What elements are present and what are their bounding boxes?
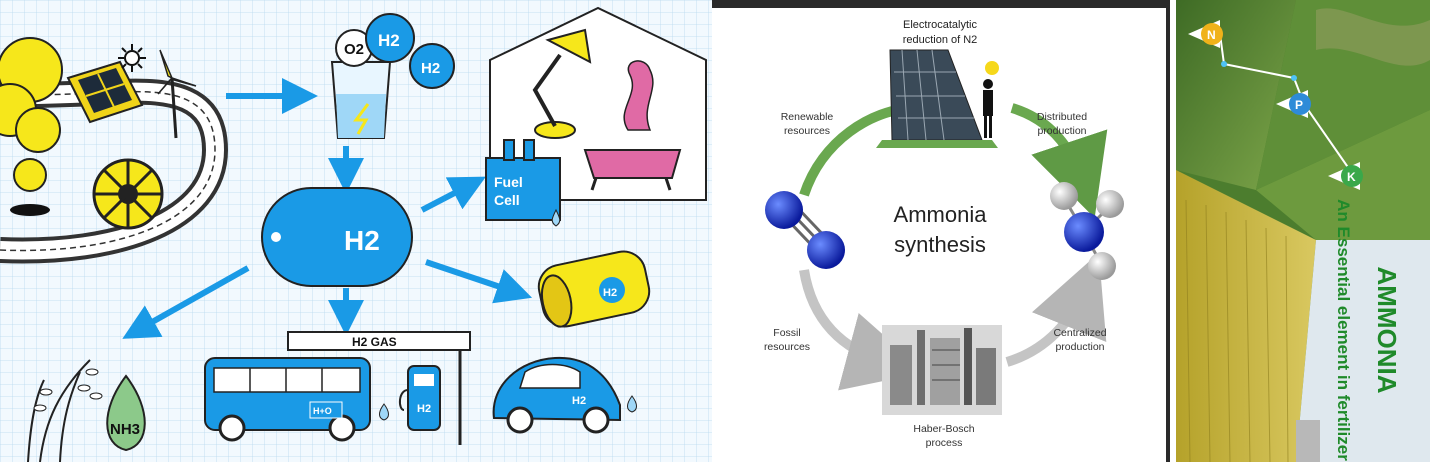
- bottom-label-line1: Haber-Bosch: [913, 423, 974, 435]
- top-label-line1: Electrocatalytic: [903, 19, 977, 31]
- rice-plant-icon: [27, 359, 103, 462]
- banner-subtitle: An Essential element in fertilizer: [1334, 199, 1353, 461]
- hydrogen-pump-icon: [398, 365, 441, 431]
- centralized-line1: Centralized: [1053, 327, 1106, 339]
- o2-label: O2: [344, 41, 364, 58]
- station-sign: H2 GAS: [352, 335, 397, 349]
- bus-label: H+O: [313, 406, 332, 416]
- ammonia-drop: [106, 374, 146, 452]
- marker-3-label: K: [1347, 170, 1356, 184]
- fuel-cell-icon: [485, 139, 561, 227]
- gas-cylinder-icon: [537, 250, 651, 328]
- centralized-arc: [1005, 252, 1107, 367]
- hydrogen-diagram-svg: O2 H2 H2 H2 Fuel Cell H2 H2 GAS: [0, 0, 712, 462]
- ammonia-cycle-svg: Electrocatalytic reduction of N2 Renewab…: [712, 8, 1166, 462]
- ammonia-fertilizer-banner: N P K AMMONIA An Essential element in fe…: [1176, 0, 1430, 462]
- distributed-line1: Distributed: [1037, 111, 1087, 123]
- fossil-line1: Fossil: [773, 327, 800, 339]
- distributed-line2: production: [1037, 125, 1086, 137]
- wheat-photo: [1176, 170, 1316, 462]
- bottom-label-line2: process: [926, 437, 963, 449]
- water-wheel-icon: [92, 158, 164, 230]
- n2-molecule: [765, 191, 845, 269]
- nutrient-marker-n: [1188, 20, 1223, 48]
- banner-title: AMMONIA: [1372, 266, 1402, 393]
- title-line2: synthesis: [894, 232, 986, 257]
- fuel-cell-bus-icon: [204, 357, 389, 442]
- nutrient-marker-p: [1276, 90, 1311, 118]
- marker-2-label: P: [1295, 98, 1303, 112]
- banner-sky: [1296, 240, 1430, 462]
- nutrient-marker-k: [1328, 162, 1363, 190]
- desk-lamp-icon: [532, 28, 592, 139]
- top-label-line2: reduction of N2: [903, 34, 978, 46]
- fossil-arc: [799, 269, 926, 391]
- sun-icon: [118, 44, 146, 72]
- hydrogen-economy-illustration: O2 H2 H2 H2 Fuel Cell H2 H2 GAS: [0, 0, 712, 462]
- sun-icon: [985, 61, 999, 75]
- h2-bubble-label-2: H2: [421, 60, 440, 77]
- distributed-arc: [1010, 103, 1108, 218]
- fuel-cell-car-icon: [492, 356, 637, 434]
- renewable-line1: Renewable: [781, 111, 834, 123]
- h2-bubble-2: [409, 43, 455, 89]
- h2-bubble-1: [365, 13, 415, 63]
- h2-bubble-label-1: H2: [378, 31, 400, 50]
- tank-label: H2: [344, 225, 380, 256]
- electrolysis-glass-icon: [330, 61, 392, 139]
- centralized-line2: production: [1055, 341, 1104, 353]
- bathtub-icon: [583, 60, 682, 191]
- title-line1: Ammonia: [894, 202, 988, 227]
- renewable-line2: resources: [784, 125, 830, 137]
- fuel-cell-label-2: Cell: [494, 192, 520, 208]
- fossil-line2: resources: [764, 341, 810, 353]
- nh3-molecule: [1050, 182, 1124, 280]
- station-canopy: [287, 331, 471, 351]
- pump-label: H2: [417, 403, 431, 415]
- marker-1-label: N: [1207, 28, 1216, 42]
- solar-panel-icon: [66, 60, 144, 124]
- cylinder-label: H2: [603, 287, 617, 299]
- factory-image: [882, 325, 1002, 415]
- person-silhouette-icon: [983, 79, 993, 138]
- ammonia-drop-label: NH3: [110, 421, 140, 438]
- fertilizer-banner-svg: N P K AMMONIA An Essential element in fe…: [1176, 0, 1430, 462]
- fuel-cell-label-1: Fuel: [494, 174, 523, 190]
- wind-turbine-icon: [157, 49, 197, 139]
- hydrogen-tank: [261, 187, 413, 287]
- car-label: H2: [572, 395, 586, 407]
- geothermal-steam-icon: [0, 37, 63, 216]
- silo: [1296, 420, 1320, 462]
- solar-array-image: [876, 49, 998, 148]
- ammonia-synthesis-figure: Electrocatalytic reduction of N2 Renewab…: [712, 0, 1170, 462]
